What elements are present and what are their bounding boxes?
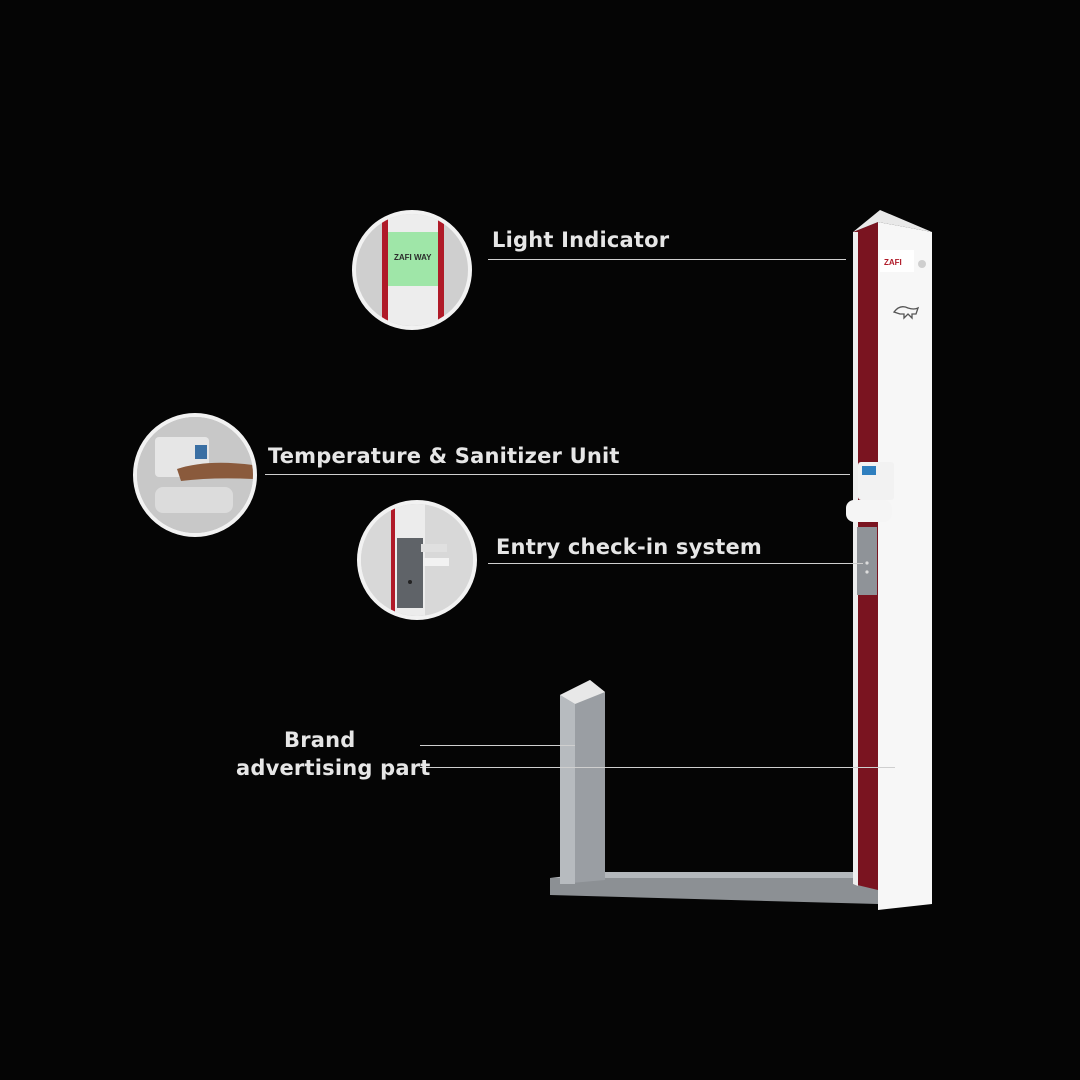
make-in-india-icon [892,306,920,320]
entry-checkin-line [488,563,863,564]
brand-line-upper [420,745,575,746]
light-indicator-zoom: ZAFI WAY [352,210,472,330]
light-indicator-label: Light Indicator [492,228,670,252]
temperature-line [265,474,850,475]
entry-checkin-zoom [357,500,477,620]
panel-brand-text: ZAFI [884,258,902,267]
top-logo-panel [880,250,914,272]
temperature-unit-zoom [133,413,257,537]
light-indicator-dot [918,260,926,268]
temperature-screen [862,466,876,475]
sanitizer-tray [846,500,892,522]
light-indicator-line [488,259,846,260]
svg-text:ZAFI WAY: ZAFI WAY [394,253,432,262]
brand-label-line1: Brand [284,728,356,752]
entry-checkin-box [857,527,877,595]
entry-checkin-label: Entry check-in system [496,535,762,559]
main-pillar [878,222,932,910]
brand-line-lower [420,767,895,768]
gate-base [550,878,878,904]
temperature-unit-label: Temperature & Sanitizer Unit [268,444,620,468]
brand-label-line2: advertising part [236,756,431,780]
